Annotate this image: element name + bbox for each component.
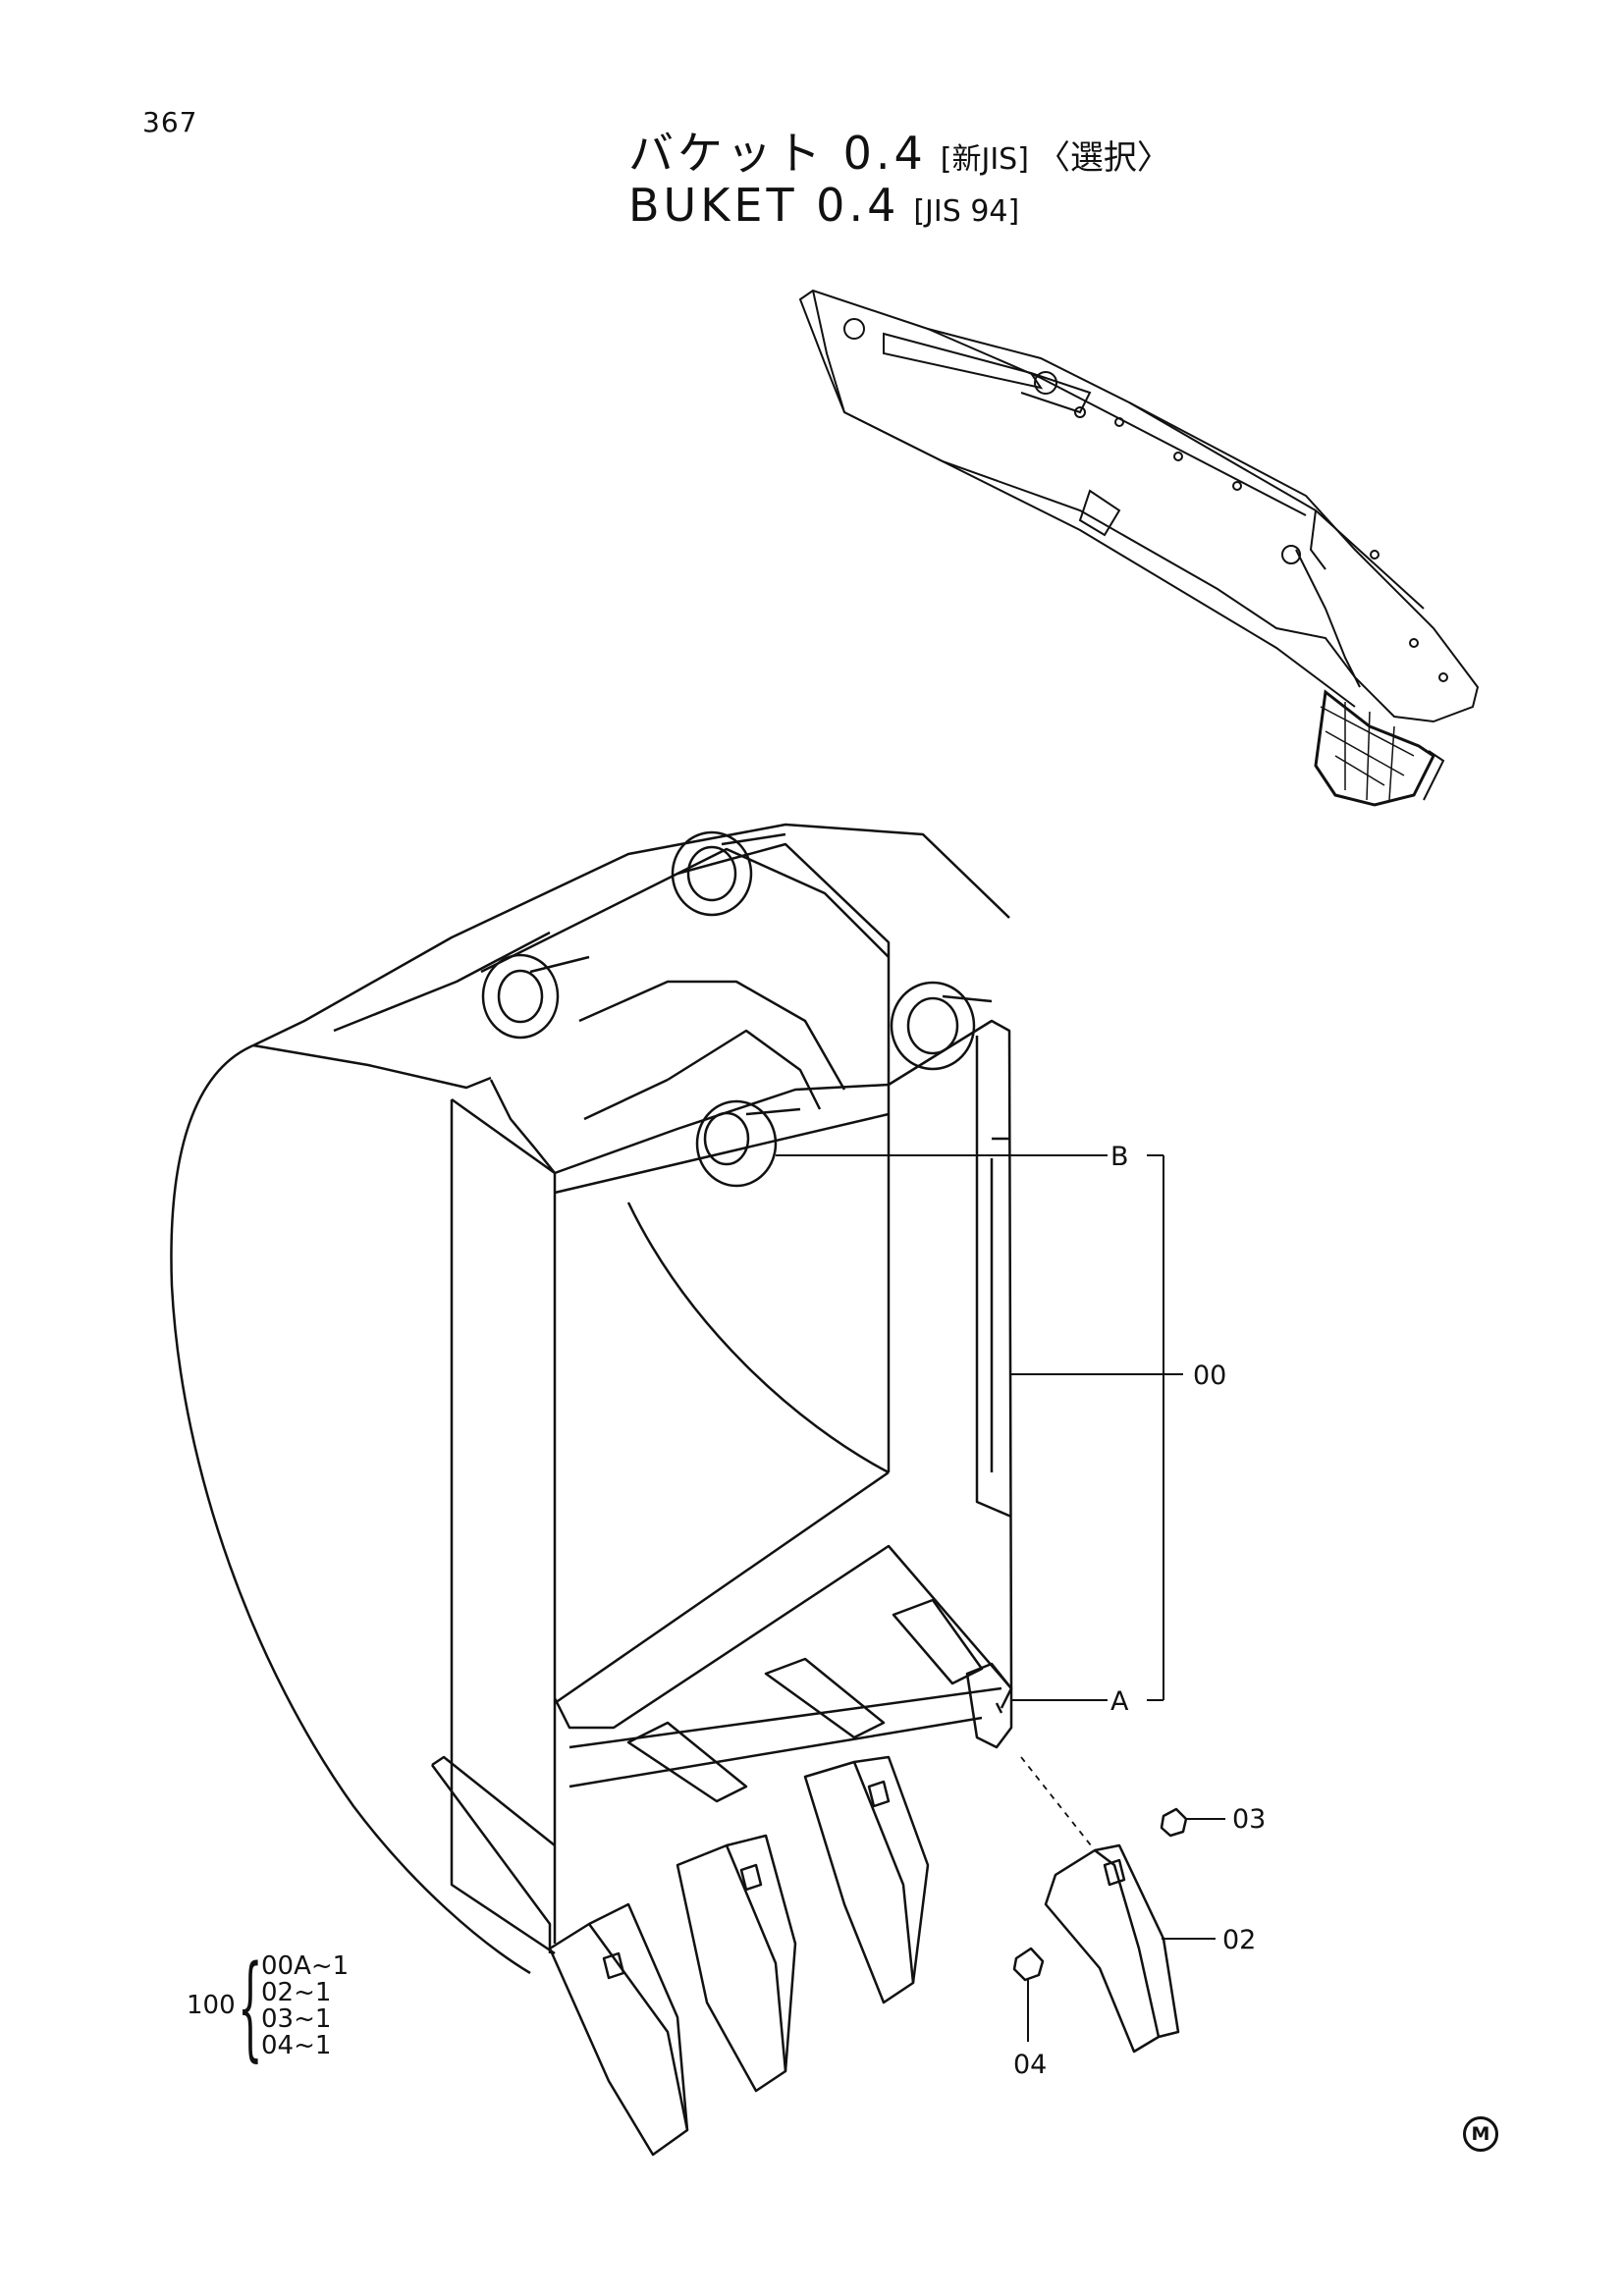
leader-lines (776, 1154, 1225, 2042)
title-en-tag: [JIS 94] (913, 193, 1020, 229)
title-jp-main: バケット 0.4 (628, 127, 927, 180)
title-en-line: BUKET 0.4 [JIS 94] (628, 178, 1170, 232)
bucket-illustration (170, 823, 1013, 2157)
set-quantity: 100 (187, 1991, 236, 2020)
arm-overview-illustration (798, 289, 1480, 807)
exploded-tooth (1012, 1756, 1188, 2054)
set-item: 00A~1 (261, 1951, 350, 1981)
callout-a: A (1110, 1686, 1129, 1717)
callout-03: 03 (1232, 1804, 1266, 1835)
set-item: 03~1 (261, 2004, 332, 2034)
callout-b: B (1110, 1142, 1129, 1172)
brace-icon: { (238, 1942, 263, 2073)
model-mark-icon: M (1463, 2116, 1498, 2152)
set-items: 00A~1 02~1 03~1 04~1 (261, 1951, 350, 2060)
title-jp-tag: [新JIS] (940, 142, 1029, 177)
callout-00: 00 (1193, 1361, 1226, 1391)
callout-02: 02 (1222, 1925, 1256, 1955)
title-en-main: BUKET 0.4 (628, 178, 900, 232)
callout-04: 04 (1013, 2050, 1047, 2080)
title-jp-selection: 〈選択〉 (1036, 138, 1170, 178)
title-block: バケット 0.4 [新JIS]〈選択〉 BUKET 0.4 [JIS 94] (628, 128, 1170, 232)
set-item: 02~1 (261, 1978, 332, 2007)
set-item: 04~1 (261, 2031, 332, 2060)
title-jp-line: バケット 0.4 [新JIS]〈選択〉 (628, 128, 1170, 180)
page-number: 367 (142, 106, 198, 138)
